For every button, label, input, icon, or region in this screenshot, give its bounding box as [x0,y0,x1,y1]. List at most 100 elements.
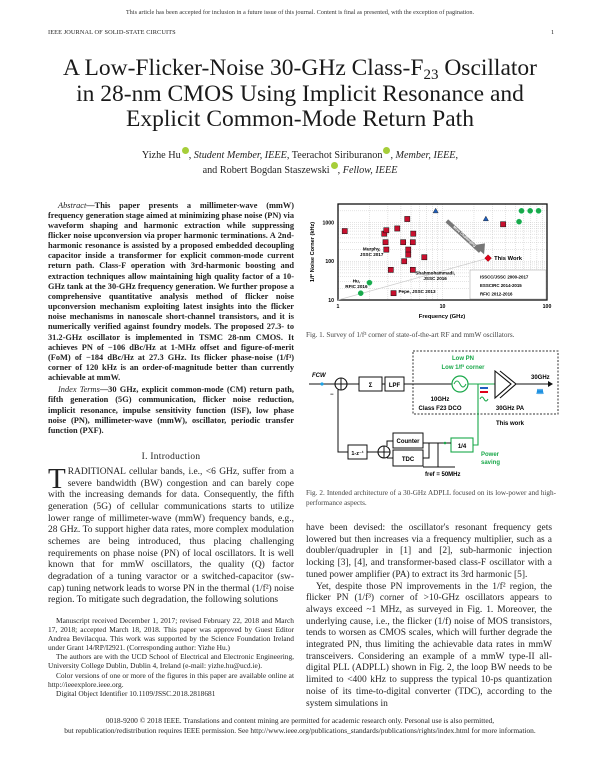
data-point-square [410,230,417,237]
challenge-arrow [445,218,482,253]
data-point-circle [357,289,364,296]
author-list: Yizhe Hu, Student Member, IEEE, Teeracho… [60,146,540,177]
acceptance-note: This article has been accepted for inclu… [125,9,475,16]
challenge-arrowhead [473,242,485,254]
data-point-square [400,238,406,245]
x-tick-label: 10 [440,304,446,310]
adder-icon [334,377,348,391]
lpf-label: LPF [389,383,401,389]
fref-label: fref = 50MHz [425,472,461,478]
data-point-square [394,225,401,231]
data-point-square [401,257,408,264]
data-point-square [405,246,412,252]
this-work-box [412,350,559,415]
legend-label: ISSCC/JSSC 2000-2017 [480,274,529,279]
index-terms: Index Terms—30 GHz, explicit common-mode… [48,385,294,435]
author-name: Teerachot Siriburanon [291,149,383,161]
this-work-label: This Work [494,256,523,262]
power-label-2: saving [481,460,500,466]
abstract-text: This paper presents a millimeter-wave (m… [48,200,294,383]
output-freq-label: 30GHz [531,375,550,381]
orcid-icon[interactable] [181,146,189,154]
title-line-1-end: Oscillator [438,55,537,81]
data-point-circle [516,218,522,224]
divider-block [450,437,474,453]
data-point-square [387,266,394,273]
author-name: Robert Bogdan Staszewski [219,164,330,176]
body-paragraph: Yet, despite those PN improvements in th… [306,581,552,709]
abstract: Abstract—This paper presents a millimete… [48,200,294,383]
copyright-line-1: 0018-9200 © 2018 IEEE. Translations and … [105,716,495,726]
data-point-square [404,215,411,222]
data-point-square [409,266,416,273]
adder-icon [377,445,391,459]
legend-label: RFIC 2012-2016 [480,291,513,296]
data-point-square [500,220,506,227]
orcid-icon[interactable] [383,146,391,154]
low-pn-label: Low PN [452,356,474,362]
x-axis-label: Frequency (GHz) [419,314,465,320]
power-label-1: Power [481,452,500,458]
chart-annotation: Hu, [353,278,360,283]
tdc-label: TDC [402,457,415,463]
chart-annotation: RFIC 2016 [345,284,368,289]
index-terms-text: 30 GHz, explicit common-mode (CM) return… [48,385,294,435]
title-line-1: A Low-Flicker-Noise 30-GHz Class-F [62,55,424,81]
paper-title: A Low-Flicker-Noise 30-GHz Class-F23 Osc… [30,55,570,133]
author-name: Yizhe Hu [141,149,181,161]
data-point-circle [527,207,533,214]
data-point-triangle [482,215,489,221]
footnotes: Manuscript received December 1, 2017; re… [48,616,294,698]
author-role: Fellow, IEEE [342,164,398,176]
orcid-icon[interactable] [330,161,338,169]
data-point-circle [518,207,525,214]
data-point-triangle [432,207,439,213]
abstract-label: Abstract [58,200,87,210]
chart-annotation: JSSC 2017 [360,251,384,256]
footnote-manuscript: Manuscript received December 1, 2017; re… [48,615,294,653]
chart-annotation: Murphy, [363,246,381,251]
pa-label: 30GHz PA [496,406,525,412]
fig2-diagram: FCW − Σ LPF Low PN Low 1/f³ corner 30GHz… [309,350,559,478]
chart-annotation: Pepe, JSSC 2013 [398,289,435,294]
title-line-3: Explicit Common-Mode Return Path [126,106,474,132]
counter-label: Counter [397,439,421,445]
legend-label: ESSCIRC 2014-2015 [480,283,522,288]
title-line-2: in 28-nm CMOS Using Implicit Resonance a… [76,80,524,107]
input-dot [320,382,324,386]
author-role: Student Member, IEEE [193,149,287,161]
data-point-square [341,227,348,234]
data-point-circle [535,207,542,214]
data-point-square [409,238,416,245]
fig1-caption: Fig. 1. Survey of 1/f³ corner of state-o… [306,330,515,339]
title-subscript: 23 [423,67,439,83]
drop-cap: T [48,463,66,496]
footnote-affiliation: The authors are with the UCD School of E… [48,652,294,671]
low-corner-label: Low 1/f³ corner [441,364,485,371]
data-point-square [421,253,428,260]
divider-label: 1/4 [458,444,467,450]
y-tick-label: 1000 [322,220,334,226]
chart-annotation: JSSC 2016 [423,276,447,281]
plot-frame [337,202,548,301]
page-number: 1 [551,29,555,36]
data-point-circle [366,279,373,285]
minus-label: − [330,392,334,398]
footnote-doi[interactable]: Digital Object Identifier 10.1109/JSSC.2… [56,688,216,698]
dco-freq-label: 10GHz [431,397,450,403]
data-point-square [383,226,390,233]
data-point-square [383,246,390,252]
fig2-caption: Fig. 2. Intended architecture of a 30-GH… [306,489,556,507]
intro-text: RADITIONAL cellular bands, i.e., <6 GHz,… [48,467,294,606]
body-paragraph: have been devised: the oscillator's reso… [306,523,552,580]
output-waveform-icon [536,388,544,395]
chart-annotation: Shahmohammadi, [415,270,455,275]
oscillator-icon [451,375,469,393]
author-role: Member, IEEE [395,149,456,161]
running-header: IEEE JOURNAL OF SOLID-STATE CIRCUITS [48,29,176,36]
y-tick-label: 10 [328,298,334,304]
y-axis-label: 1/f³ Noise Corner (kHz) [309,221,316,281]
y-tick-label: 100 [325,259,334,265]
